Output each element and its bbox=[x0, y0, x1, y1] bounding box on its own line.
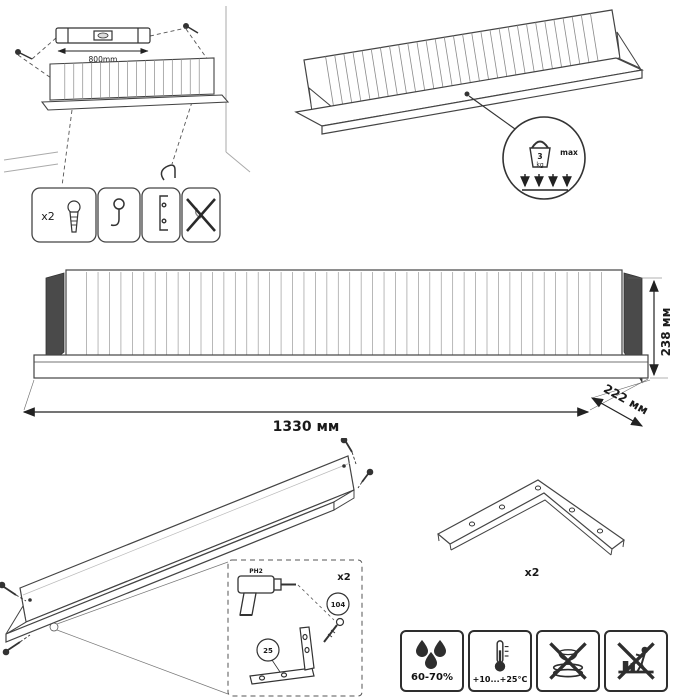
zoom-cone bbox=[49, 561, 229, 695]
part-callout-bottom: 25 bbox=[256, 638, 281, 673]
level-dimension: 800mm bbox=[57, 48, 149, 64]
detail-box bbox=[227, 559, 363, 697]
side-wedge-right bbox=[616, 31, 642, 70]
corner-bracket bbox=[436, 479, 626, 556]
panel-slats-small bbox=[65, 59, 199, 100]
mount-screws bbox=[0, 438, 374, 656]
bracket-profile-icon bbox=[159, 195, 168, 231]
wall-mounting-diagram: 800mm x2 bbox=[2, 6, 252, 243]
assembly-board-endcap bbox=[333, 489, 355, 511]
detail-screw-icon bbox=[323, 617, 345, 643]
care-temperature-box: +10...+25°C bbox=[468, 630, 532, 692]
depth-dimension: 222 мм bbox=[590, 379, 651, 427]
care-no-climbing-box bbox=[604, 630, 668, 692]
assembly-diagram: PH2 x2 104 25 bbox=[0, 438, 374, 697]
max-label: max bbox=[560, 148, 578, 157]
no-dishes-icon bbox=[549, 642, 587, 680]
height-dimension: 238 мм bbox=[628, 277, 673, 379]
depth-dimension-label: 222 мм bbox=[601, 382, 651, 418]
anchor-screw-icon bbox=[67, 200, 81, 233]
drill-icon bbox=[237, 575, 296, 616]
distributed-load-arrows bbox=[520, 174, 572, 191]
width-dimension: 1330 мм bbox=[22, 378, 649, 435]
alignment-dashed-lines bbox=[17, 27, 209, 187]
part-callout-top: 104 bbox=[326, 592, 350, 616]
load-callout: 3 kg max bbox=[464, 91, 586, 200]
shelf-back-panel-small bbox=[50, 58, 214, 100]
care-no-dishes-box bbox=[536, 630, 600, 692]
hook-icon bbox=[160, 164, 176, 181]
hardware-quantity-label: x2 bbox=[41, 210, 55, 223]
height-dimension-label: 238 мм bbox=[659, 308, 673, 357]
shelf-perspective bbox=[296, 10, 643, 135]
humidity-drops-icon bbox=[416, 639, 446, 669]
thermometer-icon bbox=[494, 639, 509, 672]
wall-hook-icon bbox=[110, 198, 125, 227]
dimensioned-front-view: 1330 мм 238 мм 222 мм bbox=[8, 269, 686, 435]
part-bottom-label: 25 bbox=[263, 647, 273, 655]
not-allowed-icon bbox=[186, 198, 216, 232]
part-top-label: 104 bbox=[331, 601, 346, 609]
drill-guide-dashed bbox=[297, 584, 335, 621]
bracket-quantity-label: x2 bbox=[525, 566, 540, 579]
care-humidity-box: 60-70% bbox=[400, 630, 464, 692]
shelf-board-small bbox=[40, 94, 230, 111]
hardware-box bbox=[31, 187, 221, 243]
screws-quantity-label: x2 bbox=[337, 572, 350, 583]
assembly-wedge-left bbox=[5, 604, 27, 635]
temperature-range-label: +10...+25°C bbox=[472, 674, 528, 684]
weight-value-label: 3 bbox=[537, 152, 542, 161]
load-limit-diagram: 3 kg max bbox=[282, 2, 687, 200]
width-dimension-label: 1330 мм bbox=[273, 419, 340, 435]
end-bracket-left bbox=[45, 272, 65, 367]
level-dimension-label: 800mm bbox=[89, 55, 118, 64]
care-icons-row: 60-70% +10...+25°C bbox=[400, 630, 668, 692]
wall-anchor-left-icon bbox=[15, 49, 33, 60]
weight-icon: 3 kg bbox=[529, 140, 551, 169]
shelf-board-front-view bbox=[33, 354, 649, 379]
bit-label: PH2 bbox=[249, 568, 263, 575]
detail-bracket-icon bbox=[249, 626, 315, 685]
wall-corner-lines bbox=[3, 6, 251, 173]
back-panel bbox=[65, 269, 623, 359]
wall-anchor-right-icon bbox=[183, 23, 199, 34]
shelf-board-front bbox=[321, 69, 643, 135]
no-climbing-icon bbox=[617, 642, 655, 680]
weight-unit-label: kg bbox=[536, 162, 543, 169]
panel-slats-perspective bbox=[326, 14, 599, 107]
panel-slats-main bbox=[87, 272, 602, 356]
shelf-assembly-perspective bbox=[5, 455, 355, 643]
humidity-range-label: 60-70% bbox=[410, 671, 453, 683]
bracket-part-diagram: x2 bbox=[436, 479, 626, 579]
spirit-level-icon bbox=[55, 27, 151, 44]
